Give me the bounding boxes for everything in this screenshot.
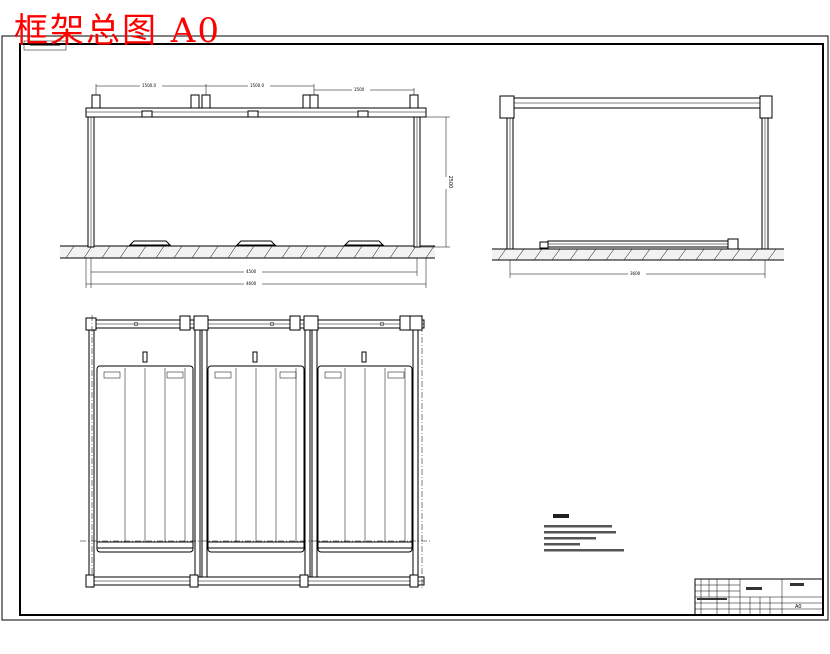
svg-text:4500: 4500 xyxy=(246,269,257,274)
front-ground xyxy=(60,246,435,258)
svg-text:1500: 1500 xyxy=(354,87,365,92)
drawing-code-box xyxy=(23,40,67,51)
svg-text:3600: 3600 xyxy=(630,271,641,276)
svg-text:1500.0: 1500.0 xyxy=(142,83,156,88)
svg-text:4600: 4600 xyxy=(246,281,257,286)
sheet-outer-border xyxy=(1,35,829,621)
front-view: 1500.0 1500.0 1500 2500 4500 4600 xyxy=(60,83,453,288)
side-ground xyxy=(492,249,784,260)
plan-view xyxy=(80,315,430,590)
front-height-dimension: 2500 xyxy=(447,176,453,189)
title-block: A0 xyxy=(694,578,824,616)
page-title: 框架总图 A0 xyxy=(14,11,221,51)
side-view: 3600 xyxy=(492,95,784,278)
svg-text:1500.0: 1500.0 xyxy=(250,83,264,88)
technical-notes xyxy=(544,514,624,552)
sheet-inner-border xyxy=(19,43,824,616)
sheet-size-label: A0 xyxy=(795,604,802,610)
